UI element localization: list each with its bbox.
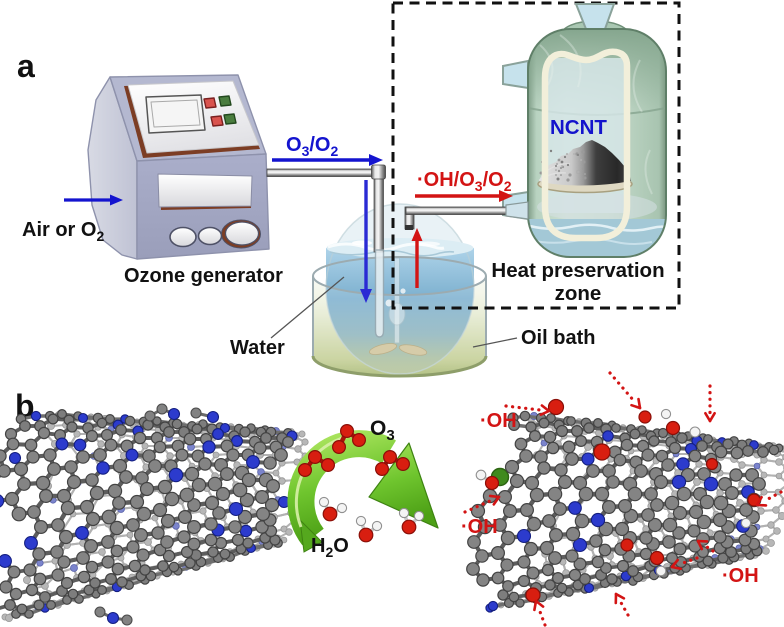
svg-text:a: a (17, 48, 35, 84)
svg-text:O3: O3 (370, 417, 395, 444)
svg-text:·OH: ·OH (461, 516, 498, 538)
svg-text:zone: zone (555, 282, 602, 305)
svg-text:Air or O2: Air or O2 (22, 219, 104, 244)
svg-text:·OH: ·OH (722, 565, 759, 587)
svg-text:Water: Water (230, 337, 285, 359)
svg-text:Ozone generator: Ozone generator (124, 265, 283, 287)
svg-text:Oil bath: Oil bath (521, 327, 595, 349)
svg-text:O3/O2: O3/O2 (286, 134, 338, 159)
svg-text:·OH: ·OH (480, 410, 517, 432)
svg-text:·OH/O3/O2: ·OH/O3/O2 (417, 169, 512, 194)
svg-text:H2O: H2O (311, 535, 349, 560)
svg-text:NCNT: NCNT (550, 116, 607, 139)
svg-text:Heat preservation: Heat preservation (491, 259, 664, 282)
